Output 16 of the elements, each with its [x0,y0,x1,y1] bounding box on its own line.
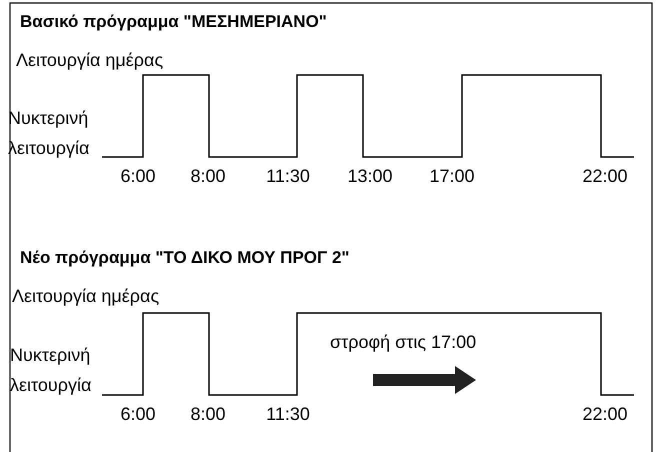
time-label: 6:00 [119,404,157,424]
state-label: Νυκτερινή λειτουργία [10,344,92,397]
time-label: 6:00 [119,166,157,186]
section-heading: Νέο πρόγραμμα "ΤΟ ΔΙΚΟ ΜΟΥ ΠΡΟΓ 2" [20,248,350,268]
section-heading: Βασικό πρόγραμμα "ΜΕΣΗΜΕΡΙΑΝΟ" [20,12,327,32]
time-label: 17:00 [428,166,476,186]
time-label: 13:00 [346,166,394,186]
time-label: 8:00 [189,166,227,186]
state-label: Λειτουργία ημέρας [16,50,164,70]
time-label: 8:00 [189,404,227,424]
state-label: Λειτουργία ημέρας [12,286,160,306]
time-label: 22:00 [581,404,629,424]
annotation-text: στροφή στις 17:00 [330,332,476,352]
time-label: 11:30 [265,404,311,424]
time-label: 11:30 [265,166,311,186]
time-label: 22:00 [581,166,629,186]
